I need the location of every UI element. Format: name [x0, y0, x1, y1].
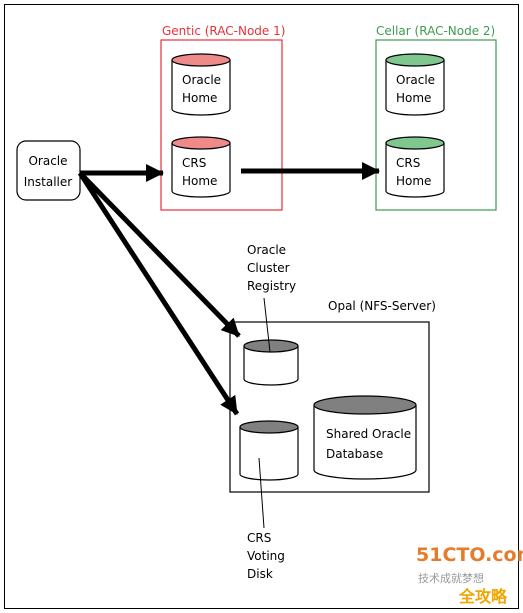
node2-frame [375, 39, 497, 211]
shared-db-line1: Shared Oracle [326, 427, 411, 441]
shared-db-line2: Database [326, 447, 383, 461]
voting-disk-cylinder [239, 420, 299, 481]
node1-frame [160, 39, 283, 211]
node1-crs-home-line1: CRS [182, 156, 206, 170]
node2-crs-home-cylinder: CRS Home [385, 136, 445, 198]
node2-oracle-home-line1: Oracle [396, 73, 435, 87]
node1-oracle-home-line1: Oracle [182, 73, 221, 87]
ocr-cylinder [243, 339, 299, 386]
node1-oracle-home-cylinder: Oracle Home [171, 53, 231, 116]
rac-node-1: Gentic (RAC-Node 1) Oracle Home CRS Home [160, 24, 285, 211]
voting-label-line1: CRS [247, 531, 271, 545]
shared-database-cylinder: Shared Oracle Database [313, 395, 417, 480]
node2-title: Cellar (RAC-Node 2) [376, 24, 495, 38]
nfs-title: Opal (NFS-Server) [328, 299, 436, 313]
node1-title: Gentic (RAC-Node 1) [162, 24, 285, 38]
node2-oracle-home-line2: Home [396, 91, 431, 105]
ocr-label: Oracle Cluster Registry [247, 243, 296, 353]
arrow-installer-to-ocr [78, 171, 241, 338]
watermark-logo-text: 51CTO.com [416, 544, 523, 566]
ocr-leader-line [263, 297, 271, 353]
node1-crs-home-line2: Home [182, 174, 217, 188]
node2-crs-home-line2: Home [396, 174, 431, 188]
ocr-label-line1: Oracle [247, 243, 286, 257]
installer-label-line1: Oracle [28, 154, 67, 168]
watermark-badge: 全攻略 [458, 587, 508, 606]
voting-label: CRS Voting Disk [247, 457, 285, 581]
oracle-installer-box: Oracle Installer [16, 140, 81, 201]
rac-node-2: Cellar (RAC-Node 2) Oracle Home CRS Home [375, 24, 497, 211]
ocr-label-line3: Registry [247, 279, 296, 293]
ocr-label-line2: Cluster [247, 261, 290, 275]
outer-frame [4, 4, 519, 609]
nfs-server: Opal (NFS-Server) Shared Oracle Database [229, 299, 436, 493]
voting-label-line2: Voting [247, 549, 285, 563]
voting-label-line3: Disk [247, 567, 273, 581]
node1-crs-home-cylinder: CRS Home [171, 136, 231, 198]
watermark-tagline: 技术成就梦想 [418, 571, 484, 585]
arrow-installer-to-voting-disk [77, 171, 240, 416]
node2-oracle-home-cylinder: Oracle Home [385, 53, 445, 116]
voting-leader-line [258, 457, 265, 529]
installer-label-line2: Installer [24, 175, 73, 189]
node1-oracle-home-line2: Home [182, 91, 217, 105]
watermark-logo: 51CTO.com 技术成就梦想 全攻略 [416, 544, 523, 606]
node2-crs-home-line1: CRS [396, 156, 420, 170]
